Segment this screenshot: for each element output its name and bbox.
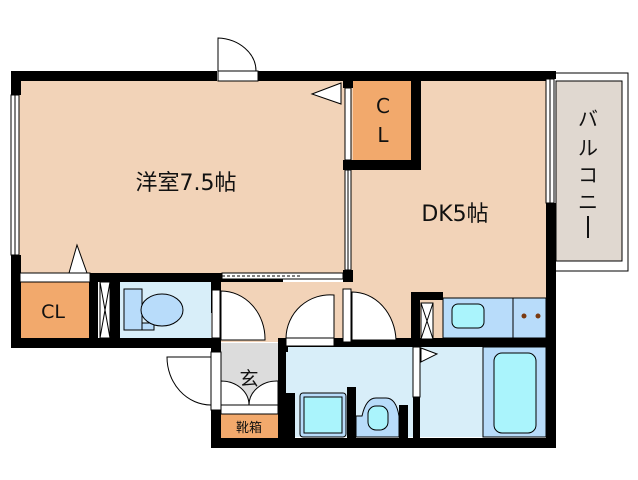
bathroom-door[interactable]	[342, 288, 397, 343]
entrance-label: 玄	[239, 368, 258, 390]
closet-lower-label: CL	[41, 301, 65, 323]
windows	[10, 78, 555, 271]
kitchen-sink	[451, 303, 485, 329]
bathtub	[493, 352, 537, 434]
closet-upper-label: C	[376, 94, 390, 118]
svg-text:コ: コ	[578, 163, 598, 187]
entrance-door[interactable]	[166, 351, 222, 411]
main-balcony-door[interactable]	[217, 37, 259, 82]
balcony-label: バ ル コ ニ	[578, 107, 598, 238]
bathroom-door-frame[interactable]	[412, 346, 421, 398]
shoe-cabinet-label: 靴箱	[236, 420, 262, 436]
washbasin	[355, 397, 400, 438]
toilet-door[interactable]	[211, 289, 266, 341]
shoe-cabinet	[221, 414, 278, 438]
dk-label: DK5帖	[421, 202, 488, 227]
toilet-fixture	[123, 288, 184, 331]
svg-text:ル: ル	[578, 136, 598, 160]
washroom-door[interactable]	[285, 294, 335, 347]
svg-text:ニ: ニ	[578, 190, 598, 214]
sliding-door[interactable]	[221, 272, 344, 282]
door-arrow-icon	[420, 347, 439, 363]
svg-text:バ: バ	[578, 107, 598, 131]
closet-upper-label: L	[377, 123, 389, 147]
stove-burner-icon	[535, 313, 541, 319]
closet-lower-door[interactable]	[19, 272, 91, 283]
western-room-label: 洋室7.5帖	[136, 171, 237, 196]
closet-lower	[19, 282, 89, 338]
closet-upper	[353, 80, 411, 160]
stove-burner-icon	[521, 313, 527, 319]
washing-machine	[299, 392, 347, 438]
closet-arrow-icon	[310, 82, 342, 105]
bathroom-floor	[420, 347, 483, 437]
pipe-shaft-icon	[99, 281, 434, 340]
western-room-floor	[19, 80, 349, 273]
closet-arrow-icon	[68, 243, 88, 274]
shoe-cabinet-doors[interactable]	[220, 380, 279, 415]
